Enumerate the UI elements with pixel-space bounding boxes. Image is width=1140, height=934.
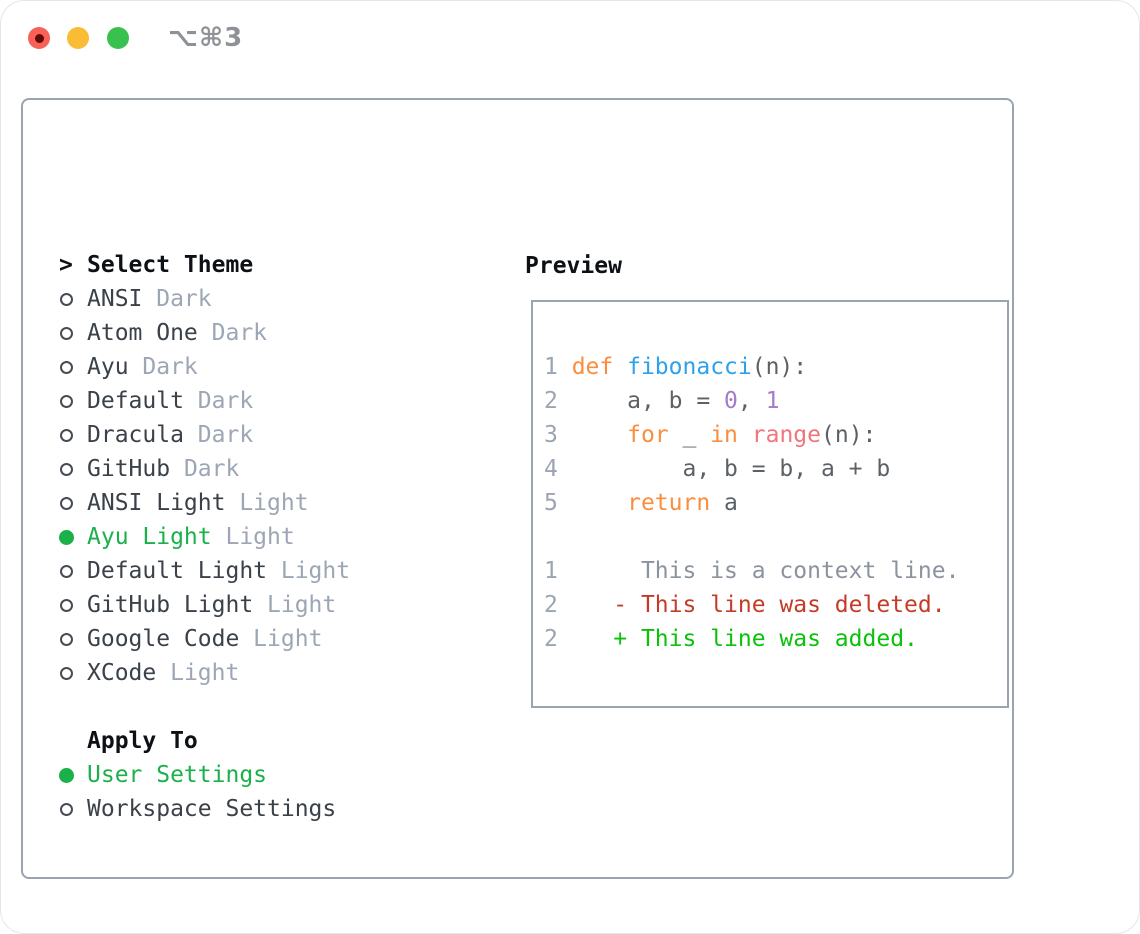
theme-option-atom-one-label: Atom One xyxy=(87,320,198,346)
theme-option-ansi-light[interactable]: ANSI Light Light xyxy=(59,486,350,520)
theme-option-google-code[interactable]: Google Code Light xyxy=(59,622,350,656)
theme-option-ayu-light[interactable]: Ayu Light Light xyxy=(59,520,350,554)
apply-to-header-label: Apply To xyxy=(87,728,198,754)
radio-marker xyxy=(59,326,87,340)
theme-option-ayu[interactable]: Ayu Dark xyxy=(59,350,350,384)
theme-option-default[interactable]: Default Dark xyxy=(59,384,350,418)
code-preview: 1 def fibonacci(n): 2 a, b = 0, 1 3 for _ … xyxy=(544,350,959,656)
caret-icon: > xyxy=(59,252,73,278)
variant-tag: Light xyxy=(239,626,323,652)
radio-icon xyxy=(60,598,73,612)
radio-marker xyxy=(59,462,87,476)
theme-option-ayu-label: Ayu xyxy=(87,354,129,380)
code-line-3: 3 for _ in range(n): xyxy=(544,422,877,448)
radio-marker xyxy=(59,292,87,306)
variant-tag: Dark xyxy=(170,456,240,482)
theme-option-default-light[interactable]: Default Light Light xyxy=(59,554,350,588)
apply-option-workspace-settings-label: Workspace Settings xyxy=(87,796,337,822)
minimize-button[interactable] xyxy=(67,27,89,49)
radio-marker xyxy=(59,802,87,816)
theme-option-ansi[interactable]: ANSI Dark xyxy=(59,282,350,316)
radio-marker xyxy=(59,564,87,578)
theme-option-atom-one[interactable]: Atom One Dark xyxy=(59,316,350,350)
theme-option-dracula[interactable]: Dracula Dark xyxy=(59,418,350,452)
theme-option-ansi-light-label: ANSI Light xyxy=(87,490,226,516)
radio-marker xyxy=(59,632,87,646)
code-line-6 xyxy=(544,520,959,554)
code-line-2: 2 a, b = 0, 1 xyxy=(544,388,780,414)
close-button[interactable] xyxy=(28,27,50,49)
radio-icon xyxy=(60,326,73,340)
radio-marker xyxy=(59,496,87,510)
apply-option-user-settings[interactable]: User Settings xyxy=(59,758,336,792)
variant-tag: Dark xyxy=(183,388,254,414)
variant-tag: Light xyxy=(225,490,309,516)
code-line-4: 4 a, b = b, a + b xyxy=(544,456,891,482)
variant-tag: Light xyxy=(253,592,337,618)
theme-option-github-label: GitHub xyxy=(87,456,171,482)
preview-box: 1 def fibonacci(n): 2 a, b = 0, 1 3 for _ … xyxy=(531,300,1009,708)
theme-option-xcode[interactable]: XCode Light xyxy=(59,656,350,690)
radio-icon xyxy=(60,666,73,680)
radio-icon xyxy=(60,428,73,442)
theme-option-default-label: Default xyxy=(87,388,184,414)
variant-tag: Dark xyxy=(183,422,254,448)
theme-option-github-light[interactable]: GitHub Light Light xyxy=(59,588,350,622)
variant-tag: Light xyxy=(156,660,240,686)
radio-marker xyxy=(59,360,87,374)
theme-option-default-light-label: Default Light xyxy=(87,558,268,584)
theme-option-github-light-label: GitHub Light xyxy=(87,592,254,618)
radio-marker xyxy=(59,598,87,612)
radio-selected-icon xyxy=(59,767,74,783)
variant-tag: Dark xyxy=(128,354,198,380)
hint-line-1: (Use Enter to select, Tab to xyxy=(59,928,447,933)
radio-marker xyxy=(59,428,87,442)
preview-title: Preview xyxy=(525,253,622,279)
radio-icon xyxy=(60,360,73,374)
radio-icon xyxy=(60,292,73,306)
radio-marker xyxy=(59,666,87,680)
radio-marker xyxy=(59,529,87,545)
radio-icon xyxy=(60,564,73,578)
theme-list-header: > Select Theme xyxy=(59,248,350,282)
radio-icon xyxy=(60,802,73,816)
radio-icon xyxy=(60,394,73,408)
theme-option-google-code-label: Google Code xyxy=(87,626,240,652)
theme-option-dracula-label: Dracula xyxy=(87,422,184,448)
code-line-7: 1 This is a context line. xyxy=(544,558,960,584)
hint-text: (Use Enter to select, Tab to change focu… xyxy=(59,860,447,933)
variant-tag: Light xyxy=(267,558,351,584)
radio-marker xyxy=(59,394,87,408)
titlebar: ⌥⌘3 xyxy=(1,1,1139,71)
apply-option-user-settings-label: User Settings xyxy=(87,762,268,788)
radio-icon xyxy=(60,496,73,510)
apply-to-header: Apply To xyxy=(59,724,336,758)
theme-option-ayu-light-label: Ayu Light xyxy=(87,524,212,550)
radio-icon xyxy=(60,462,73,476)
code-line-1: 1 def fibonacci(n): xyxy=(544,354,808,380)
radio-selected-icon xyxy=(59,529,74,545)
theme-option-github[interactable]: GitHub Dark xyxy=(59,452,350,486)
maximize-button[interactable] xyxy=(107,27,129,49)
window-title: ⌥⌘3 xyxy=(168,23,244,53)
variant-tag: Light xyxy=(211,524,295,550)
close-dot-icon xyxy=(34,33,44,43)
theme-list-header-label: Select Theme xyxy=(87,252,254,278)
radio-icon xyxy=(60,632,73,646)
variant-tag: Dark xyxy=(142,286,212,312)
code-line-9: 2 + This line was added. xyxy=(544,626,918,652)
theme-option-xcode-label: XCode xyxy=(87,660,157,686)
code-line-8: 2 - This line was deleted. xyxy=(544,592,946,618)
radio-marker xyxy=(59,767,87,783)
variant-tag: Dark xyxy=(197,320,268,346)
apply-option-workspace-settings[interactable]: Workspace Settings xyxy=(59,792,336,826)
theme-option-ansi-label: ANSI xyxy=(87,286,143,312)
code-line-5: 5 return a xyxy=(544,490,738,516)
